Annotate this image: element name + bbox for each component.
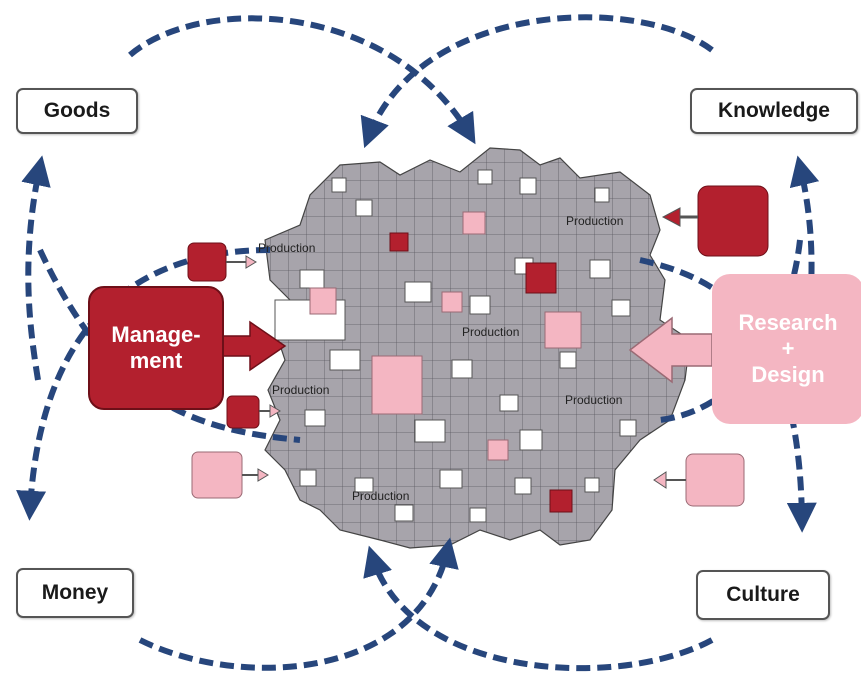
red-input-box-right	[697, 185, 769, 257]
research-design-box: Research + Design	[712, 274, 861, 424]
production-labels: Production Production Production Product…	[258, 214, 623, 503]
red-cells	[389, 232, 573, 513]
flow-left-outer	[21, 155, 51, 381]
culture-label: Culture	[726, 583, 800, 606]
production-label-5: Production	[565, 393, 622, 407]
management-line-2: ment	[129, 348, 183, 373]
culture-box: Culture	[696, 570, 830, 620]
pink-cells	[309, 211, 582, 461]
red-input-box-lower	[226, 395, 260, 429]
red-input-box-upper	[187, 242, 227, 282]
goods-box: Goods	[16, 88, 138, 134]
flow-culture-bottom	[363, 545, 714, 672]
research-line: Research	[738, 310, 838, 335]
flow-knowledge-top	[360, 14, 714, 149]
production-cluster	[264, 147, 691, 549]
production-label-1: Production	[258, 241, 315, 255]
money-label: Money	[41, 581, 109, 604]
side-inputs	[187, 185, 769, 507]
cluster-body	[264, 147, 691, 549]
pink-input-box-right	[685, 453, 745, 507]
research-arrow	[628, 316, 713, 384]
money-box: Money	[16, 568, 134, 618]
production-label-2: Production	[566, 214, 623, 228]
pink-input-box-left	[191, 451, 243, 499]
production-label-4: Production	[272, 383, 329, 397]
production-label-6: Production	[352, 489, 409, 503]
management-line-1: Manage-	[111, 322, 201, 347]
flow-goods-top	[128, 15, 476, 145]
knowledge-box: Knowledge	[690, 88, 858, 134]
management-arrow	[219, 320, 287, 372]
design-line: Design	[751, 362, 825, 387]
goods-label: Goods	[43, 99, 111, 122]
plus-line: +	[781, 336, 795, 361]
management-box: Manage- ment	[88, 286, 224, 410]
flow-money-bottom	[138, 537, 459, 671]
production-label-3: Production	[462, 325, 519, 339]
knowledge-label: Knowledge	[717, 99, 830, 122]
